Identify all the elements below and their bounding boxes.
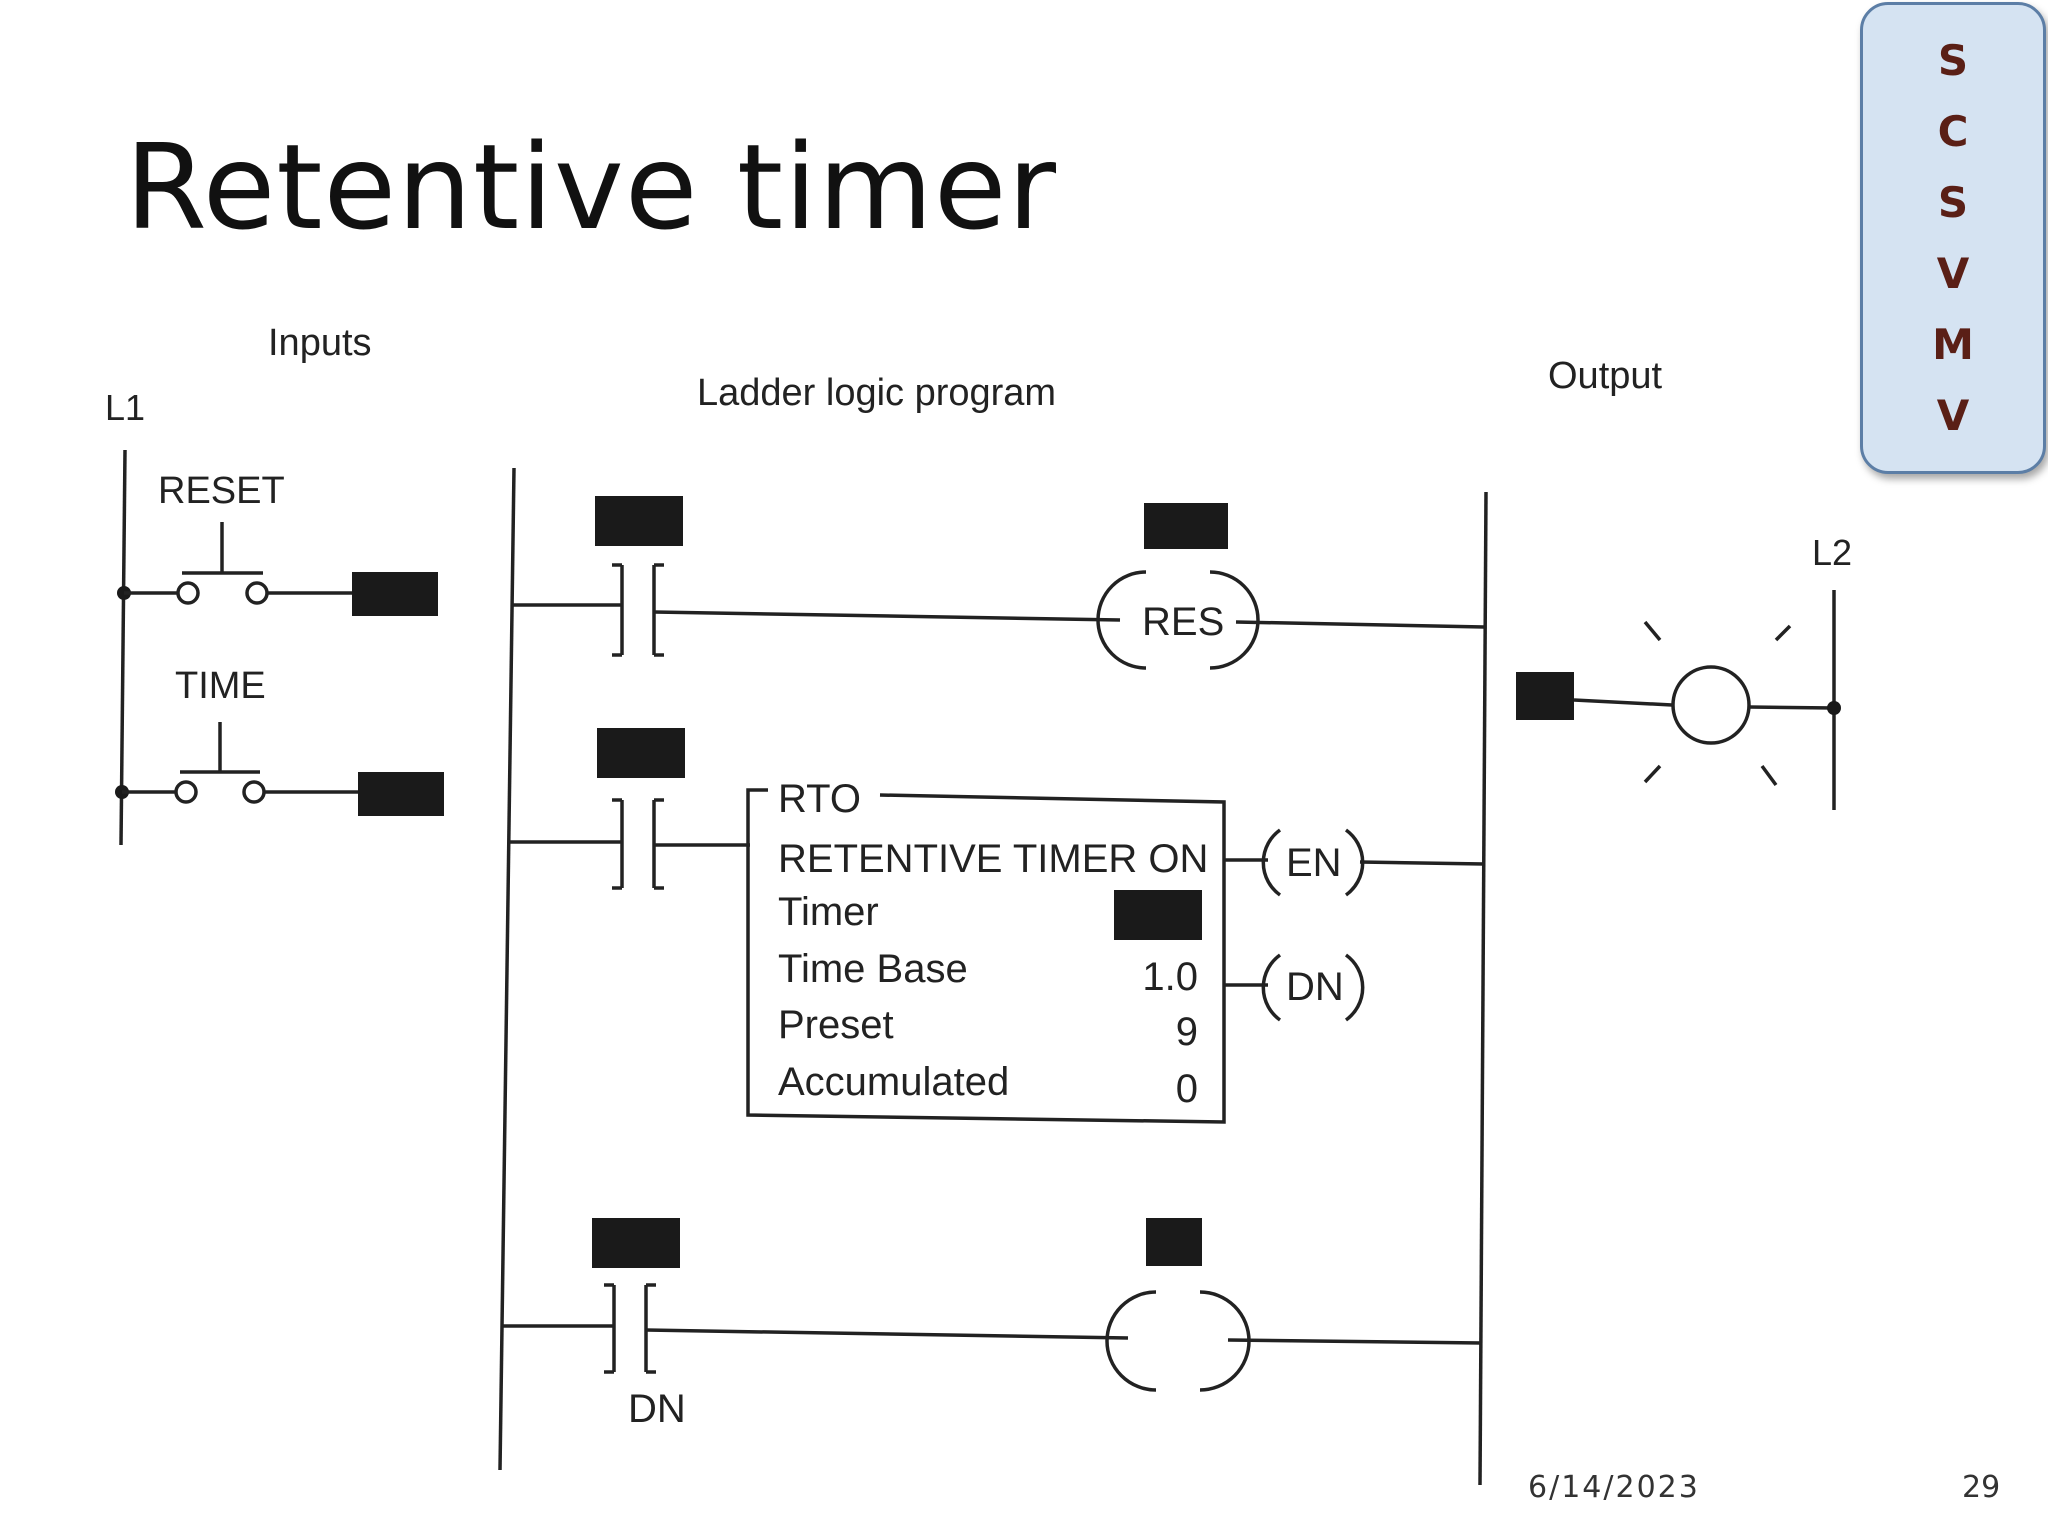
badge-letter: S — [1937, 178, 1969, 227]
en-coil — [1261, 828, 1282, 897]
rto-row-label: Timer — [778, 890, 879, 934]
redacted-address — [358, 772, 444, 816]
redacted-address — [1144, 503, 1228, 549]
program-label: Ladder logic program — [697, 372, 1056, 414]
badge-letter: S — [1937, 36, 1969, 85]
reset-pushbutton — [117, 522, 438, 616]
time-label: TIME — [175, 665, 266, 707]
redacted-address — [1516, 672, 1574, 720]
program-left-rail — [498, 467, 516, 1471]
en-coil-label: EN — [1286, 841, 1342, 885]
rto-row-label: Time Base — [778, 947, 968, 991]
rto-instruction-block: RTO RETENTIVE TIMER ON Timer Time Base 1… — [746, 777, 1226, 1124]
res-coil-label: RES — [1142, 600, 1224, 644]
rung-2: RTO RETENTIVE TIMER ON Timer Time Base 1… — [510, 728, 1485, 1124]
redacted-address — [592, 1218, 680, 1268]
reset-label: RESET — [158, 470, 285, 512]
badge-letter: M — [1932, 320, 1974, 369]
rto-row-label: Accumulated — [778, 1060, 1009, 1104]
badge-letter: V — [1936, 249, 1970, 298]
rto-name: RETENTIVE TIMER ON — [778, 837, 1208, 881]
rto-preset-value: 9 — [1176, 1010, 1198, 1054]
slide-title: Retentive timer — [125, 118, 1058, 256]
rung-3: DN — [502, 1218, 1483, 1431]
slide-date: 6/14/2023 — [1528, 1470, 1700, 1505]
rail-l2-label: L2 — [1812, 532, 1852, 573]
rail-l1-label: L1 — [105, 387, 145, 428]
badge-letter: C — [1937, 107, 1969, 156]
inputs-label: Inputs — [268, 322, 372, 364]
dn-coil-label: DN — [1286, 965, 1344, 1009]
institution-badge: S C S V M V — [1860, 2, 2046, 474]
output-lamp-circuit — [1516, 590, 1841, 810]
redacted-address — [352, 572, 438, 616]
time-pushbutton — [115, 722, 444, 816]
rto-accumulated-value: 0 — [1176, 1067, 1198, 1111]
res-coil — [1096, 570, 1147, 670]
redacted-address — [1146, 1218, 1202, 1266]
pilot-lamp — [1671, 665, 1751, 745]
dn-coil — [1261, 953, 1282, 1022]
output-label: Output — [1548, 355, 1663, 397]
rto-time-base-value: 1.0 — [1142, 955, 1198, 999]
rto-mnemonic: RTO — [778, 777, 861, 821]
rto-row-label: Preset — [778, 1003, 894, 1047]
redacted-address — [1114, 890, 1202, 940]
output-coil — [1105, 1290, 1157, 1392]
dn-contact-label: DN — [628, 1387, 686, 1431]
badge-letter: V — [1936, 391, 1970, 440]
slide-page-number: 29 — [1962, 1470, 2001, 1505]
program-right-rail — [1478, 491, 1488, 1486]
redacted-address — [595, 496, 683, 546]
redacted-address — [597, 728, 685, 778]
rung-1: RES — [512, 496, 1485, 670]
rail-l1 — [119, 449, 127, 846]
